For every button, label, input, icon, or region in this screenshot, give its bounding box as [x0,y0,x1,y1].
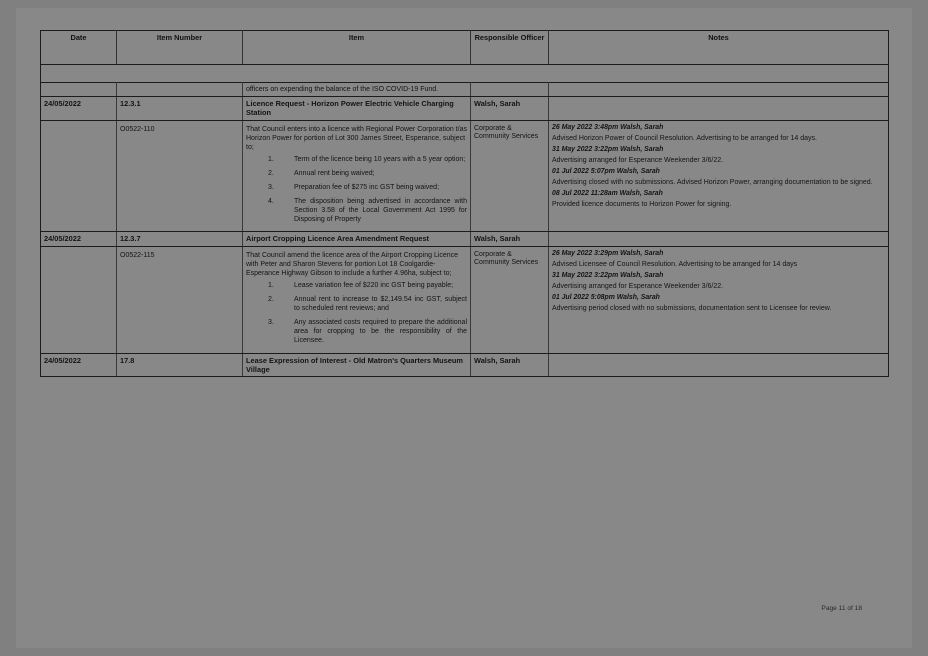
row-item-title[interactable]: Lease Expression of Interest - Old Matro… [242,353,471,378]
note-timestamp: 01 Jul 2022 5:07pm Walsh, Sarah [552,167,660,175]
row-notes [548,231,889,247]
table-header-row: Date Item Number Item Responsible Office… [40,30,889,65]
row-item-title[interactable]: Airport Cropping Licence Area Amendment … [242,231,471,247]
row-item-number: 12.3.1 [116,96,243,121]
row-date: 24/05/2022 [40,231,117,247]
resolution-text: That Council enters into a licence with … [246,125,468,151]
resolution-text: That Council amend the licence area of t… [246,251,459,277]
spacer-cell [243,65,471,83]
note-body: Advised Horizon Power of Council Resolut… [552,134,817,142]
detail-reference: O0522-115 [116,246,243,354]
row-date: 24/05/2022 [40,96,117,121]
column-header-date: Date [40,30,117,65]
note-timestamp: 31 May 2022 3:22pm Walsh, Sarah [552,145,664,153]
column-header-notes: Notes [548,30,889,65]
detail-resolution-cell: That Council enters into a licence with … [242,120,471,233]
resolution-subitem: Lease variation fee of $220 inc GST bein… [268,281,454,290]
note-timestamp: 31 May 2022 3:22pm Walsh, Sarah [552,271,664,279]
note-body: Provided licence documents to Horizon Po… [552,200,732,208]
detail-officer-department: Corporate & Community Services [470,246,549,354]
spacer-cell [471,65,549,83]
note-body: Advertising period closed with no submis… [552,304,832,312]
page-footer: Page 11 of 18 [821,605,862,612]
table-row[interactable]: 24/05/2022 12.3.1 Licence Request - Hori… [40,96,889,121]
row-officer: Walsh, Sarah [470,231,549,247]
row-officer: Walsh, Sarah [470,96,549,121]
resolution-subitem: Term of the licence being 10 years with … [268,155,466,164]
row-item-title[interactable]: Licence Request - Horizon Power Electric… [242,96,471,121]
document-page: Date Item Number Item Responsible Office… [16,8,912,648]
table-row-detail: O0522-115 That Council amend the licence… [40,246,889,354]
overflow-number-cell [116,81,243,98]
overflow-row: officers on expending the balance of the… [40,81,889,98]
note-body: Advised Licensee of Council Resolution. … [552,260,798,268]
resolution-subitem: Annual rent to increase to $2,149.54 inc… [268,295,467,313]
overflow-notes-cell [548,81,889,98]
note-timestamp: 08 Jul 2022 11:28am Walsh, Sarah [552,189,663,197]
detail-date-cell [40,246,117,354]
table-row[interactable]: 24/05/2022 12.3.7 Airport Cropping Licen… [40,231,889,247]
detail-resolution-cell: That Council amend the licence area of t… [242,246,471,354]
table-row[interactable]: 24/05/2022 17.8 Lease Expression of Inte… [40,353,889,378]
row-item-number: 17.8 [116,353,243,378]
row-date: 24/05/2022 [40,353,117,378]
note-body: Advertising arranged for Esperance Weeke… [552,156,724,164]
resolution-subitem: Any associated costs required to prepare… [268,318,467,345]
note-timestamp: 26 May 2022 3:48pm Walsh, Sarah [552,123,664,131]
resolution-subitem: Preparation fee of $275 inc GST being wa… [268,183,440,192]
detail-notes-cell: 26 May 2022 3:29pm Walsh, Sarah Advised … [548,246,889,354]
note-timestamp: 01 Jul 2022 5:08pm Walsh, Sarah [552,293,660,301]
spacer-cell [548,64,889,83]
table-row-detail: O0522-110 That Council enters into a lic… [40,120,889,233]
note-body: Advertising closed with no submissions. … [552,178,873,186]
row-notes [548,353,889,378]
spacer-cell [117,65,243,83]
column-header-responsible-officer: Responsible Officer [470,30,549,65]
table-header: Date Item Number Item Responsible Office… [40,30,889,65]
resolution-subitem-list: Lease variation fee of $220 inc GST bein… [246,281,467,346]
detail-notes-cell: 26 May 2022 3:48pm Walsh, Sarah Advised … [548,120,889,233]
row-item-number: 12.3.7 [116,231,243,247]
note-timestamp: 26 May 2022 3:29pm Walsh, Sarah [552,249,664,257]
spacer-cell [40,64,117,83]
report-sheet: Date Item Number Item Responsible Office… [40,30,889,626]
column-header-item-number: Item Number [116,30,243,65]
resolution-subitem: The disposition being advertised in acco… [268,197,467,224]
table-body: officers on expending the balance of the… [40,64,889,378]
column-header-item: Item [242,30,471,65]
row-officer: Walsh, Sarah [470,353,549,378]
row-notes [548,96,889,121]
overflow-item-cell: officers on expending the balance of the… [242,81,471,98]
detail-officer-department: Corporate & Community Services [470,120,549,233]
detail-reference: O0522-110 [116,120,243,233]
status-report-table: Date Item Number Item Responsible Office… [40,30,889,378]
detail-date-cell [40,120,117,233]
resolution-subitem-list: Term of the licence being 10 years with … [246,155,467,225]
overflow-date-cell [40,81,117,98]
header-gap-row [40,64,889,83]
resolution-subitem: Annual rent being waived; [268,169,375,178]
overflow-officer-cell [470,81,549,98]
note-body: Advertising arranged for Esperance Weeke… [552,282,724,290]
